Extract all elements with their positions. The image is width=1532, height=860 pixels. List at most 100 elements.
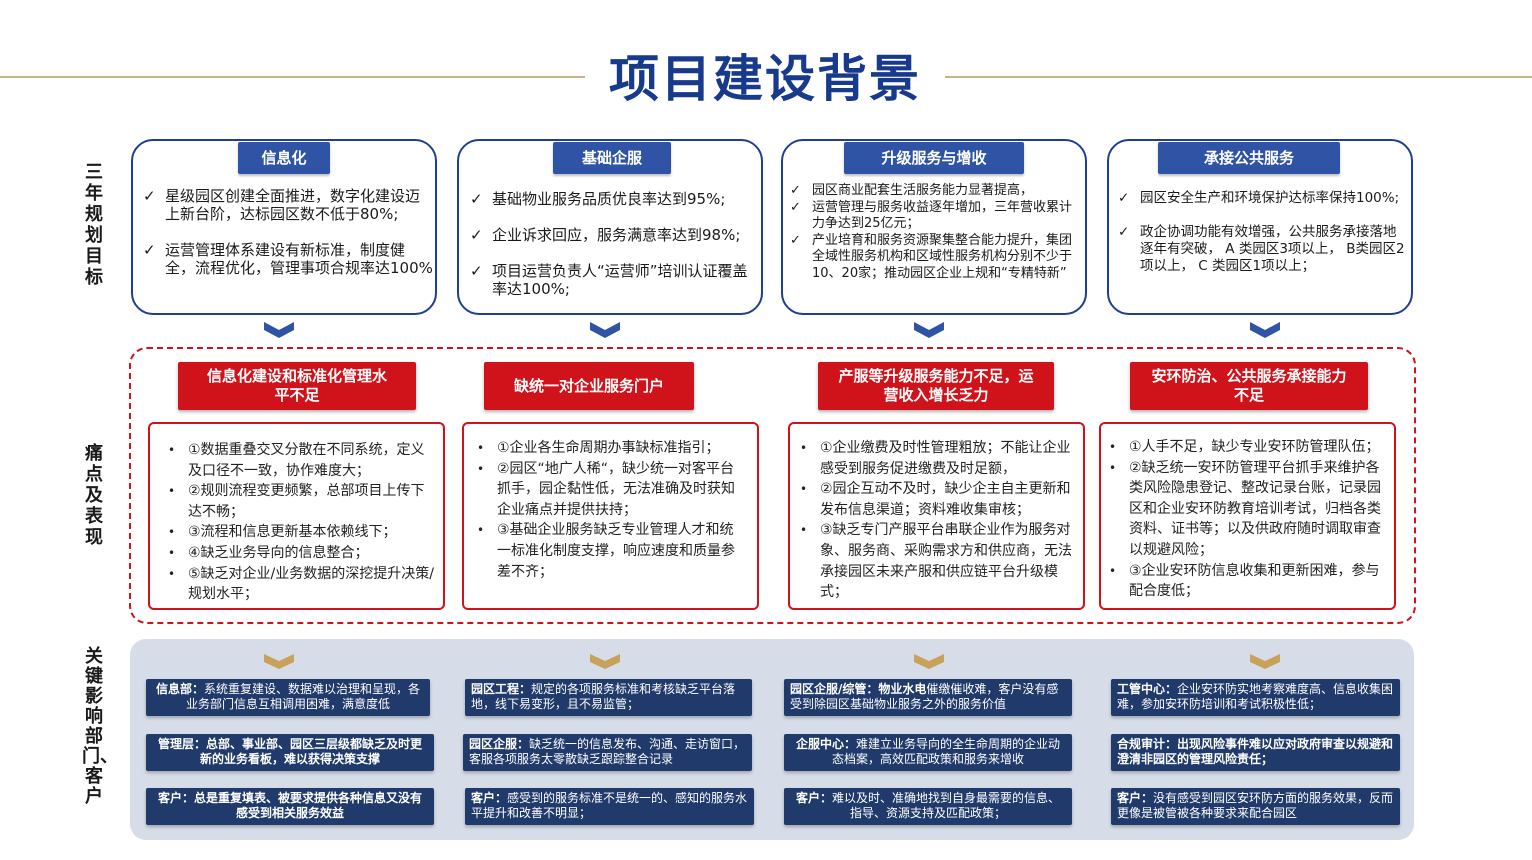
check-icon: ✓ [470, 262, 483, 280]
pain-tag-public-service: 安环防治、公共服务承接能力不足 [1130, 362, 1368, 410]
pain-card-informatization [148, 422, 445, 610]
impact-head: 园区企服： [469, 737, 530, 751]
pain-list-service-portal: • ①企业各生命周期办事缺标准指引； • ②园区“地广人稀“，缺少统一对客平台抓手，… [477, 438, 747, 582]
pain-list-upgrade-service: •①企业缴费及时性管理粗放；不能让企业感受到服务促进缴费及时足额， •②园企互动… [800, 438, 1074, 603]
impact-head: 园区企服/综管：物业水电 [790, 682, 927, 696]
goal-list-basic-service: ✓基础物业服务品质优良率达到95%; ✓企业诉求回应，服务满意率达到98%; ✓… [470, 190, 760, 298]
row-label-goals: 三年规划目标 [85, 162, 103, 288]
list-item-text: ①企业各生命周期办事缺标准指引； [497, 440, 720, 456]
list-item-text: 企业诉求回应，服务满意率达到98%; [492, 226, 741, 244]
goal-tag-upgrade-service: 升级服务与增收 [844, 142, 1024, 174]
impact-head: 园区工程： [471, 682, 532, 696]
check-icon: ✓ [790, 232, 801, 248]
row-label-impacts: 关键影响部门、客户 [82, 646, 118, 807]
list-item: •①人手不足，缺少专业安环防管理队伍； [1109, 437, 1389, 458]
goal-list-upgrade-service: ✓园区商业配套生活服务能力显著提高， ✓运营管理与服务收益逐年增加，三年营收累计… [790, 183, 1080, 282]
list-item: •②园企互动不及时，缺少企主自主更新和发布信息渠道；资料难收集审核； [800, 479, 1074, 520]
pain-list-informatization: •①数据重叠交叉分散在不同系统，定义及口径不一致，协作难度大； •②规则流程变更… [168, 440, 434, 605]
check-icon: ✓ [470, 190, 483, 208]
check-icon: ✓ [1118, 190, 1130, 206]
impact-head: 客户： [1117, 791, 1154, 805]
pain-list-public-service: •①人手不足，缺少专业安环防管理队伍； •②缺乏统一安环防管理平台抓手来维护各类… [1109, 437, 1389, 602]
check-icon: ✓ [143, 241, 156, 259]
list-item: •②缺乏统一安环防管理平台抓手来维护各类风险隐患登记、整改记录台账，记录园区和企… [1109, 458, 1389, 561]
bullet-icon: • [800, 441, 808, 455]
goal-tag-basic-service: 基础企服 [553, 142, 671, 174]
list-item: •①数据重叠交叉分散在不同系统，定义及口径不一致，协作难度大； [168, 440, 434, 481]
row-label-pains: 痛点及表现 [85, 443, 103, 548]
list-item-text: ③流程和信息更新基本依赖线下； [188, 524, 397, 541]
impact-head: 管理层： [157, 737, 206, 751]
impact-park-engineering: 园区工程：规定的各项服务标准和考核缺乏平台落地，线下易变形，且不易监管； [465, 679, 752, 716]
list-item-text: 运营管理与服务收益逐年增加，三年营收累计力争达到25亿元； [812, 199, 1073, 232]
list-item-text: 基础物业服务品质优良率达到95%; [492, 190, 726, 208]
impact-customer-2: 客户：感受到的服务标准不是统一的、感知的服务水平提升和改善不明显； [465, 788, 754, 825]
pain-card-upgrade-service [788, 422, 1085, 610]
bullet-icon: • [800, 523, 808, 538]
list-item-text: 产业培育和服务资源聚集整合能力提升，集团全域性服务机构和区域性服务机构分别不少于… [812, 232, 1073, 281]
list-item: • ④缺乏业务导向的信息整合； [168, 543, 434, 564]
chevron-down-icon [1250, 654, 1280, 669]
list-item-text: ①企业缴费及时性管理粗放；不能让企业感受到服务促进缴费及时足额， [820, 440, 1071, 477]
bullet-icon: • [168, 525, 176, 540]
impact-text: 缺乏统一的信息发布、沟通、走访窗口，客服各项服务太零散缺乏跟踪整合记录 [469, 737, 746, 766]
impact-customer-3: 客户：难以及时、准确地找到自身最需要的信息、指导、资源支持及匹配政策； [784, 788, 1072, 825]
chevron-down-icon [914, 654, 944, 669]
list-item-text: ②园企互动不及时，缺少企主自主更新和发布信息渠道；资料难收集审核； [820, 481, 1071, 518]
list-item: • ①企业缴费及时性管理粗放；不能让企业感受到服务促进缴费及时足额， [800, 438, 1074, 479]
list-item-text: 政企协调功能有效增强，公共服务承接落地逐年有突破， A 类园区3项以上， B类园… [1140, 224, 1405, 274]
list-item: • ②规则流程变更频繁，总部项目上传下达不畅； [168, 481, 434, 522]
impact-park-service: 园区企服：缺乏统一的信息发布、沟通、走访窗口，客服各项服务太零散缺乏跟踪整合记录 [463, 734, 752, 771]
list-item-text: ①数据重叠交叉分散在不同系统，定义及口径不一致，协作难度大； [188, 442, 425, 479]
list-item: ✓运营管理与服务收益逐年增加，三年营收累计力争达到25亿元； [790, 200, 1080, 233]
list-item-text: ②规则流程变更频繁，总部项目上传下达不畅； [188, 483, 425, 520]
page-title: 项目建设背景 [609, 50, 921, 108]
pain-tag-service-portal: 缺统一对企业服务门户 [484, 362, 694, 410]
list-item: ✓星级园区创建全面推进，数字化建设迈上新台阶，达标园区数不低于80%; [143, 187, 433, 223]
list-item-text: ③缺乏专门产服平台串联企业作为服务对象、服务商、采购需求方和供应商，无法承接园区… [820, 522, 1072, 601]
title-rule-right [945, 76, 1532, 78]
list-item-text: 项目运营负责人“运营师”培训认证覆盖率达100%; [492, 262, 748, 298]
impact-management: 管理层：总部、事业部、园区三层级都缺乏及时更新的业务看板，难以获得决策支撑 [146, 734, 434, 771]
list-item: ✓园区商业配套生活服务能力显著提高， [790, 183, 1080, 200]
impact-head: 企服中心： [795, 737, 856, 751]
list-item-text: ④缺乏业务导向的信息整合； [188, 544, 369, 561]
list-item-text: 园区安全生产和环境保护达标率保持100%; [1140, 190, 1400, 206]
bullet-icon: • [168, 484, 176, 499]
goal-list-public-service: ✓ 园区安全生产和环境保护达标率保持100%; ✓ 政企协调功能有效增强，公共服务承… [1118, 190, 1406, 275]
bullet-icon: • [1109, 563, 1117, 578]
impact-park-comprehensive: 园区企服/综管：物业水电催缴催收难，客户没有感受到除园区基础物业服务之外的服务价… [784, 679, 1072, 716]
list-item-text: ③企业安环防信息收集和更新困难，参与配合度低； [1129, 562, 1380, 600]
bullet-icon: • [1109, 440, 1117, 454]
list-item-text: ③基础企业服务缺乏专业管理人才和统一标准化制度支撑，响应速度和质量参差不齐； [497, 522, 735, 580]
goal-tag-informatization: 信息化 [238, 142, 330, 174]
impact-customer-4: 客户：没有感受到园区安环防方面的服务效果，反而更像是被管被各种要求来配合园区 [1111, 788, 1400, 825]
check-icon: ✓ [143, 187, 156, 205]
list-item: • ③缺乏专门产服平台串联企业作为服务对象、服务商、采购需求方和供应商，无法承接园… [800, 520, 1074, 602]
chevron-down-icon [1250, 322, 1280, 338]
chevron-down-icon [264, 654, 294, 669]
impact-text: 催缴催收难，客户没有感受到除园区基础物业服务之外的服务价值 [790, 682, 1059, 711]
impact-text: 难以及时、准确地找到自身最需要的信息、指导、资源支持及匹配政策； [832, 791, 1061, 820]
list-item: • ③基础企业服务缺乏专业管理人才和统一标准化制度支撑，响应速度和质量参差不齐； [477, 520, 747, 582]
title-rule-left [0, 76, 585, 78]
list-item-text: ②园区“地广人稀“，缺少统一对客平台抓手，园企黏性低，无法准确及时获知企业痛点并… [497, 460, 735, 518]
check-icon: ✓ [1118, 224, 1130, 240]
impact-head: 合规审计： [1117, 737, 1178, 751]
bullet-icon: • [168, 566, 176, 581]
impact-head: 工管中心： [1117, 682, 1178, 696]
impact-text: 规定的各项服务标准和考核缺乏平台落地，线下易变形，且不易监管； [471, 682, 736, 711]
bullet-icon: • [477, 523, 485, 538]
list-item: • ⑤缺乏对企业/业务数据的深挖提升决策/规划水平； [168, 564, 434, 605]
pain-points-frame [129, 347, 1416, 624]
impact-text: 没有感受到园区安环防方面的服务效果，反而更像是被管被各种要求来配合园区 [1117, 791, 1394, 820]
impact-head: 客户： [157, 791, 194, 805]
bullet-icon: • [168, 545, 176, 560]
bullet-icon: • [477, 461, 485, 476]
list-item-text: ⑤缺乏对企业/业务数据的深挖提升决策/规划水平； [188, 565, 434, 603]
pain-tag-informatization: 信息化建设和标准化管理水平不足 [178, 362, 416, 410]
goal-list-informatization: ✓星级园区创建全面推进，数字化建设迈上新台阶，达标园区数不低于80%; ✓运营管… [143, 187, 433, 277]
impact-text: 出现风险事件难以应对政府审查以规避和澄清非园区的管理风险责任； [1117, 737, 1394, 766]
list-item: ✓ 园区安全生产和环境保护达标率保持100%; [1118, 190, 1406, 207]
impact-head: 信息部： [155, 682, 204, 696]
